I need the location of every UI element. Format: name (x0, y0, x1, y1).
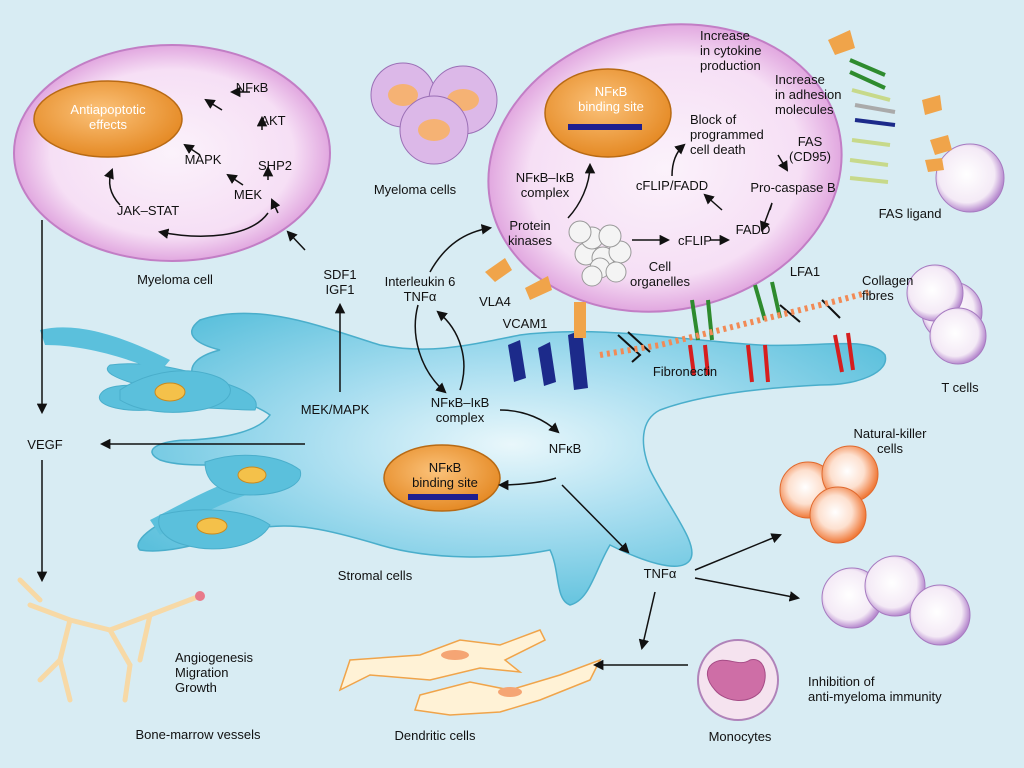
antiapoptotic-nucleus (33, 80, 183, 158)
mek-mapk-label: MEK/MAPK (300, 402, 370, 417)
collagen-fibres (599, 289, 871, 358)
binding-site-nucleus-top (544, 68, 672, 158)
myeloma-cell-label: Myeloma cell (137, 272, 213, 287)
nfkb-binding-bottom-label: NFκB binding site (412, 460, 478, 490)
sdf1-igf1-label: SDF1 IGF1 (323, 267, 357, 297)
t-cells-cluster (906, 264, 987, 365)
vcam1-label: VCAM1 (502, 316, 548, 331)
bone-marrow-vessels (17, 577, 203, 703)
nfkb-binding-top-label: NFκB binding site (578, 84, 644, 114)
angiogenesis-label: Angiogenesis Migration Growth (175, 650, 254, 695)
dendritic-cells (338, 629, 602, 716)
antiapoptotic-label: Antiapoptotic effects (70, 102, 146, 132)
binding-site-bar-top (568, 124, 642, 130)
increase-adhesion-label: Increase in adhesion molecules (775, 72, 842, 117)
fas-cd95-label: FAS (CD95) (789, 134, 831, 164)
mapk-label: MAPK (184, 152, 222, 167)
fadd-label: FADD (735, 222, 771, 237)
fibronectin-strands (617, 299, 841, 363)
vla4-receptors (485, 258, 552, 300)
myeloma-cells-cluster (370, 62, 498, 165)
adhesion-molecules (849, 58, 896, 184)
fibronectin-label: Fibronectin (652, 364, 718, 379)
nfkb-mid-label: NFκB (548, 441, 582, 456)
jak-stat-label: JAK–STAT (116, 203, 180, 218)
nfkb-top-label: NFκB (235, 80, 269, 95)
protein-kinases-label: Protein kinases (507, 218, 553, 248)
tnfa-label: TNFα (643, 566, 677, 581)
stromal-process-left (40, 327, 170, 372)
lfa1-label: LFA1 (789, 264, 821, 279)
signal-arrows (36, 86, 801, 671)
t-cells-label: T cells (941, 380, 979, 395)
nfkb-ikb-complex-bottom-label: NFκB–IκB complex (430, 395, 490, 425)
cflip-label: cFLIP (678, 233, 712, 248)
binding-site-bar-bottom (408, 494, 478, 500)
monocyte (697, 639, 779, 721)
cell-organelles-cluster (568, 220, 632, 287)
increase-cytokine-label: Increase in cytokine production (700, 28, 762, 73)
mek-label: MEK (233, 187, 263, 202)
myeloma-cells-label: Myeloma cells (373, 182, 457, 197)
dendritic-label: Dendritic cells (394, 728, 476, 743)
cell-organelles-label: Cell organelles (630, 259, 690, 289)
stromal-cells-label: Stromal cells (337, 568, 413, 583)
nfkb-ikb-complex-top-label: NFκB–IκB complex (515, 170, 575, 200)
shp2-label: SHP2 (258, 158, 292, 173)
akt-label: AKT (260, 113, 286, 128)
cytokine-shapes (828, 30, 952, 172)
vla4-label: VLA4 (479, 294, 511, 309)
nk-cells-label: Natural-killer cells (853, 426, 927, 456)
block-death-label: Block of programmed cell death (690, 112, 764, 157)
bone-marrow-label: Bone-marrow vessels (135, 727, 261, 742)
nk-cells-cluster (779, 445, 879, 544)
fas-ligand-label: FAS ligand (878, 206, 942, 221)
vcam1-receptors (508, 302, 588, 390)
monocytes-label: Monocytes (708, 729, 772, 744)
pro-caspase-label: Pro-caspase B (750, 180, 836, 195)
vegf-label: VEGF (27, 437, 63, 452)
immune-cells-cluster (821, 555, 971, 646)
stromal-cell-body (137, 312, 887, 606)
cflip-fadd-label: cFLIP/FADD (635, 178, 709, 193)
interleukin-label: Interleukin 6 TNFα (384, 274, 456, 304)
myeloma-cell-left (13, 44, 331, 262)
collagen-label: Collagen fibres (862, 273, 914, 303)
fas-ligand-cell (935, 143, 1005, 213)
inhibition-label: Inhibition of anti-myeloma immunity (808, 674, 942, 704)
